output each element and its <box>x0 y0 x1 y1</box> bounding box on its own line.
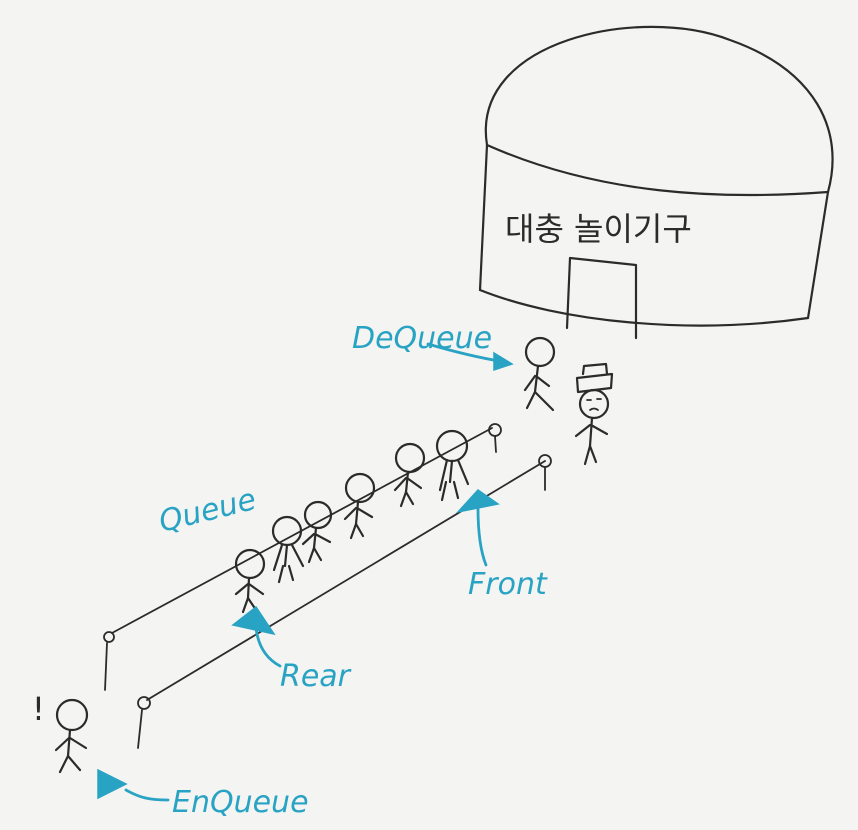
rear-label: Rear <box>280 659 352 694</box>
queue-label: Queue <box>155 482 259 540</box>
rope-post <box>103 631 115 691</box>
person-queue <box>343 472 376 540</box>
building-door <box>565 256 638 340</box>
queue-people <box>54 336 614 774</box>
ride-building: 대충 놀이기구 <box>478 25 834 340</box>
rope-post <box>488 423 502 453</box>
rear-marker <box>231 605 282 668</box>
building-sign: 대충 놀이기구 <box>505 210 692 248</box>
front-label: Front <box>468 567 548 602</box>
person-queue <box>234 548 266 614</box>
person-queue <box>301 500 333 564</box>
person-queue <box>435 429 470 502</box>
dequeue-label: DeQueue <box>352 321 492 356</box>
annotations: DeQueue Queue Front Rear EnQueue <box>97 321 548 820</box>
dequeue-arrow <box>426 342 514 372</box>
person-dequeued <box>523 336 556 412</box>
rope-post <box>538 454 552 491</box>
front-marker <box>455 489 500 567</box>
person-arriving <box>54 698 89 774</box>
person-queue <box>271 515 305 584</box>
rope-post <box>137 696 151 749</box>
enqueue-marker <box>97 768 170 802</box>
person-queue <box>393 442 426 508</box>
person-attendant <box>574 362 614 466</box>
enqueue-label: EnQueue <box>172 785 309 820</box>
exclamation-mark: ! <box>32 690 45 728</box>
